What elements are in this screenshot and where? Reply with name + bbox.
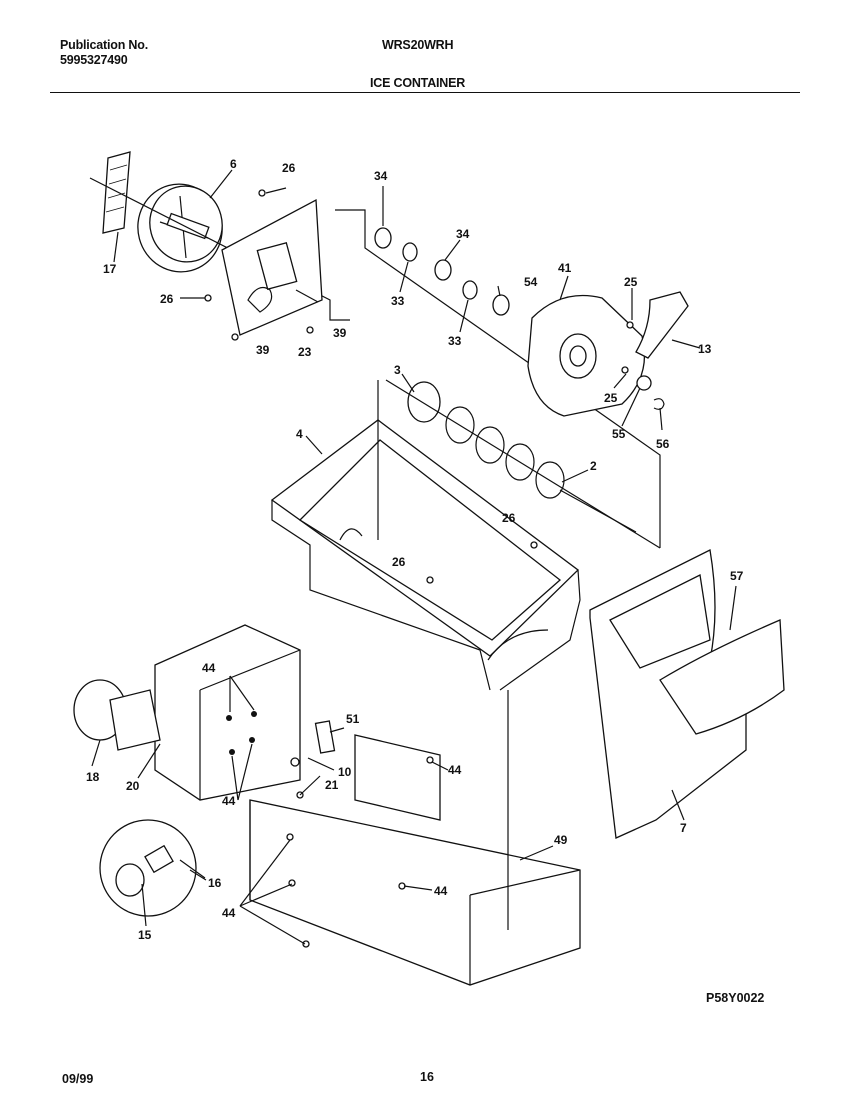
callout: 26 xyxy=(160,292,174,306)
ice-bucket xyxy=(270,380,581,691)
callout-labels: 6 26 34 34 17 26 23 39 39 33 33 54 41 25… xyxy=(86,157,744,942)
publication-label: Publication No. xyxy=(60,38,148,52)
header-rule xyxy=(50,92,800,93)
publication-number: 5995327490 xyxy=(60,53,128,67)
tray-bracket xyxy=(249,690,581,986)
callout: 26 xyxy=(502,511,516,525)
callout: 39 xyxy=(256,343,270,357)
fan-bracket xyxy=(180,187,661,548)
callout: 44 xyxy=(448,763,462,777)
callout: 33 xyxy=(448,334,462,348)
callout: 54 xyxy=(524,275,538,289)
callout: 13 xyxy=(698,342,712,356)
callout: 15 xyxy=(138,928,152,942)
callout: 7 xyxy=(680,821,687,835)
motor-box xyxy=(73,624,301,801)
callout: 4 xyxy=(296,427,303,441)
callout: 20 xyxy=(126,779,140,793)
callout: 44 xyxy=(222,794,236,808)
drawing-code: P58Y0022 xyxy=(706,991,765,1005)
callout: 56 xyxy=(656,437,670,451)
callout: 16 xyxy=(208,876,222,890)
callout: 44 xyxy=(222,906,236,920)
callout: 44 xyxy=(202,661,216,675)
page-number: 16 xyxy=(420,1070,434,1084)
callout: 25 xyxy=(624,275,638,289)
dispenser-cover xyxy=(589,549,785,839)
callout: 2 xyxy=(590,459,597,473)
callout: 6 xyxy=(230,157,237,171)
callout: 18 xyxy=(86,770,100,784)
callout: 23 xyxy=(298,345,312,359)
callout: 51 xyxy=(346,712,360,726)
callout: 34 xyxy=(374,169,388,183)
auger-spring xyxy=(385,379,661,549)
callout: 17 xyxy=(103,262,117,276)
callout: 10 xyxy=(338,765,352,779)
callout: 3 xyxy=(394,363,401,377)
section-title: ICE CONTAINER xyxy=(370,76,466,90)
leader-lines xyxy=(91,169,737,945)
callout: 26 xyxy=(392,555,406,569)
callout: 39 xyxy=(333,326,347,340)
callout: 44 xyxy=(434,884,448,898)
callout: 57 xyxy=(730,569,744,583)
callout: 33 xyxy=(391,294,405,308)
callout: 26 xyxy=(282,161,296,175)
callout: 41 xyxy=(558,261,572,275)
bushing-series xyxy=(374,227,510,316)
fan-guard-assembly xyxy=(89,151,350,321)
callout: 49 xyxy=(554,833,568,847)
callout: 55 xyxy=(612,427,626,441)
lamp-detail xyxy=(99,819,206,917)
model-number: WRS20WRH xyxy=(382,38,454,52)
callout: 21 xyxy=(325,778,339,792)
callout: 34 xyxy=(456,227,470,241)
footer-date: 09/99 xyxy=(62,1072,94,1086)
callout: 25 xyxy=(604,391,618,405)
